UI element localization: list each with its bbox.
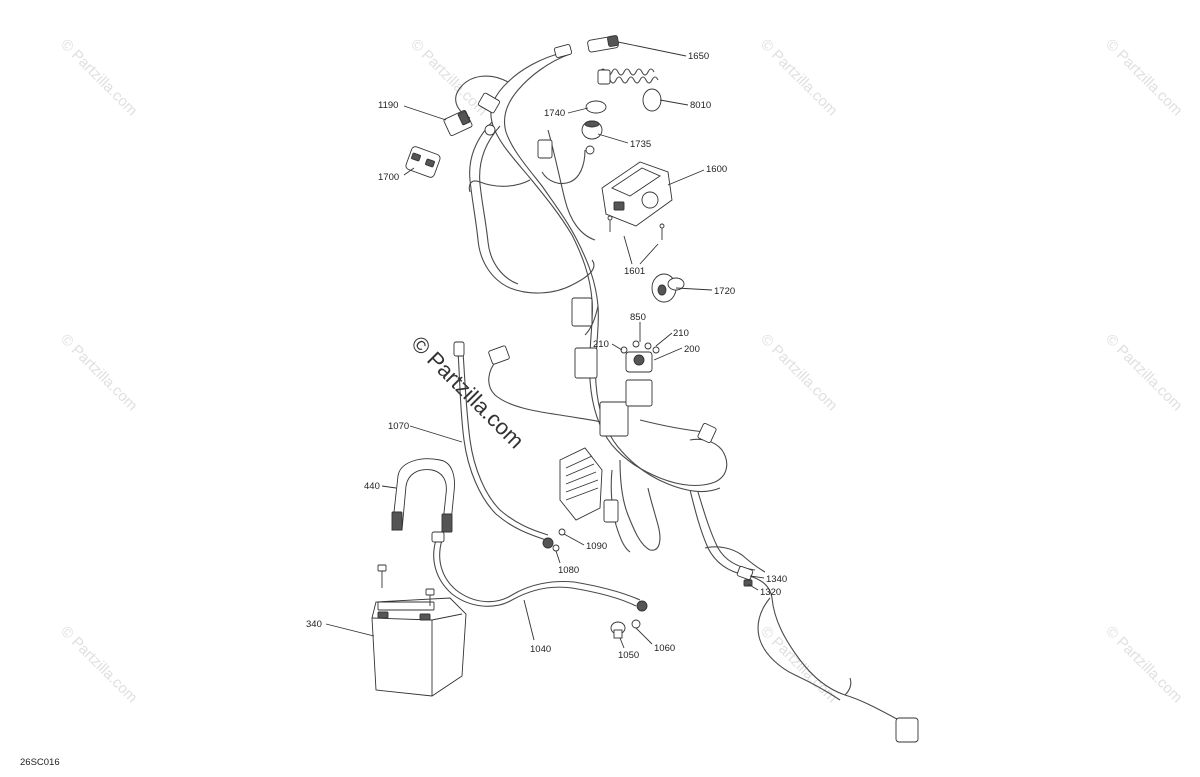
part-1700 [405,146,441,178]
callout-1601: 1601 [624,266,645,277]
main-harness [455,51,913,733]
watermark: © Partzilla.com [1102,36,1185,119]
watermark: © Partzilla.com [57,36,140,119]
part-1090 [558,528,566,536]
part-1050 [610,621,626,639]
watermark: © Partzilla.com [407,36,490,119]
connector-icon [574,347,598,379]
callout-340: 340 [306,619,322,630]
part-1740 [585,100,607,114]
harness-connectors [477,44,919,743]
part-340 [371,564,467,697]
part-1650 [587,35,619,53]
part-1190 [443,109,496,137]
callout-210-left: 210 [593,339,609,350]
callout-210-right: 210 [673,328,689,339]
connector-icon [488,345,510,365]
watermark: © Partzilla.com [1102,623,1185,706]
callout-1650: 1650 [688,51,709,62]
callout-440: 440 [364,481,380,492]
watermark: © Partzilla.com [1102,331,1185,414]
connector-icon [553,44,573,58]
part-1600 [601,161,673,227]
watermark: © Partzilla.com [57,623,140,706]
callout-labels: 1650 8010 1190 1740 1735 1700 1600 1601 … [306,51,787,661]
part-1040 [431,531,648,612]
part-1601 [607,215,665,240]
callout-200: 200 [684,344,700,355]
connector-icon [537,139,553,159]
part-1080 [552,544,560,552]
watermarks: © Partzilla.com © Partzilla.com © Partzi… [57,36,1185,706]
callout-1050: 1050 [618,650,639,661]
callout-1740: 1740 [544,108,565,119]
connector-icon [625,379,653,407]
part-440 [391,458,455,533]
watermark: © Partzilla.com [57,331,140,414]
leader-lines [325,41,765,649]
connector-icon [571,297,593,327]
regulator [559,447,603,521]
watermark: © Partzilla.com [757,623,840,706]
callout-1600: 1600 [706,164,727,175]
callout-1070: 1070 [388,421,409,432]
callout-850: 850 [630,312,646,323]
callout-8010: 8010 [690,100,711,111]
connector-icon [895,717,919,743]
connector-icon [477,92,501,114]
callout-1720: 1720 [714,286,735,297]
watermark: © Partzilla.com [757,36,840,119]
connector-icon [585,145,595,155]
callout-1320: 1320 [760,587,781,598]
part-210-850 [620,340,660,354]
watermark: © Partzilla.com [757,331,840,414]
part-1060 [631,619,641,629]
connector-icon [599,401,629,437]
callout-1735: 1735 [630,139,651,150]
part-8010 [597,68,662,112]
part-1340-1320 [736,566,754,587]
drawing-code: 26SC016 [20,757,60,768]
callout-1190: 1190 [378,100,398,111]
part-1735 [581,120,603,140]
callout-1060: 1060 [654,643,675,654]
callout-1700: 1700 [378,172,399,183]
connector-icon [697,422,717,444]
callout-1040: 1040 [530,644,551,655]
watermark-center: © Partzilla.com [406,331,529,454]
callout-1080: 1080 [558,565,579,576]
part-200 [625,351,653,373]
part-1070 [453,341,554,549]
callout-1340: 1340 [766,574,787,585]
connector-icon [603,499,619,523]
callout-1090: 1090 [586,541,607,552]
